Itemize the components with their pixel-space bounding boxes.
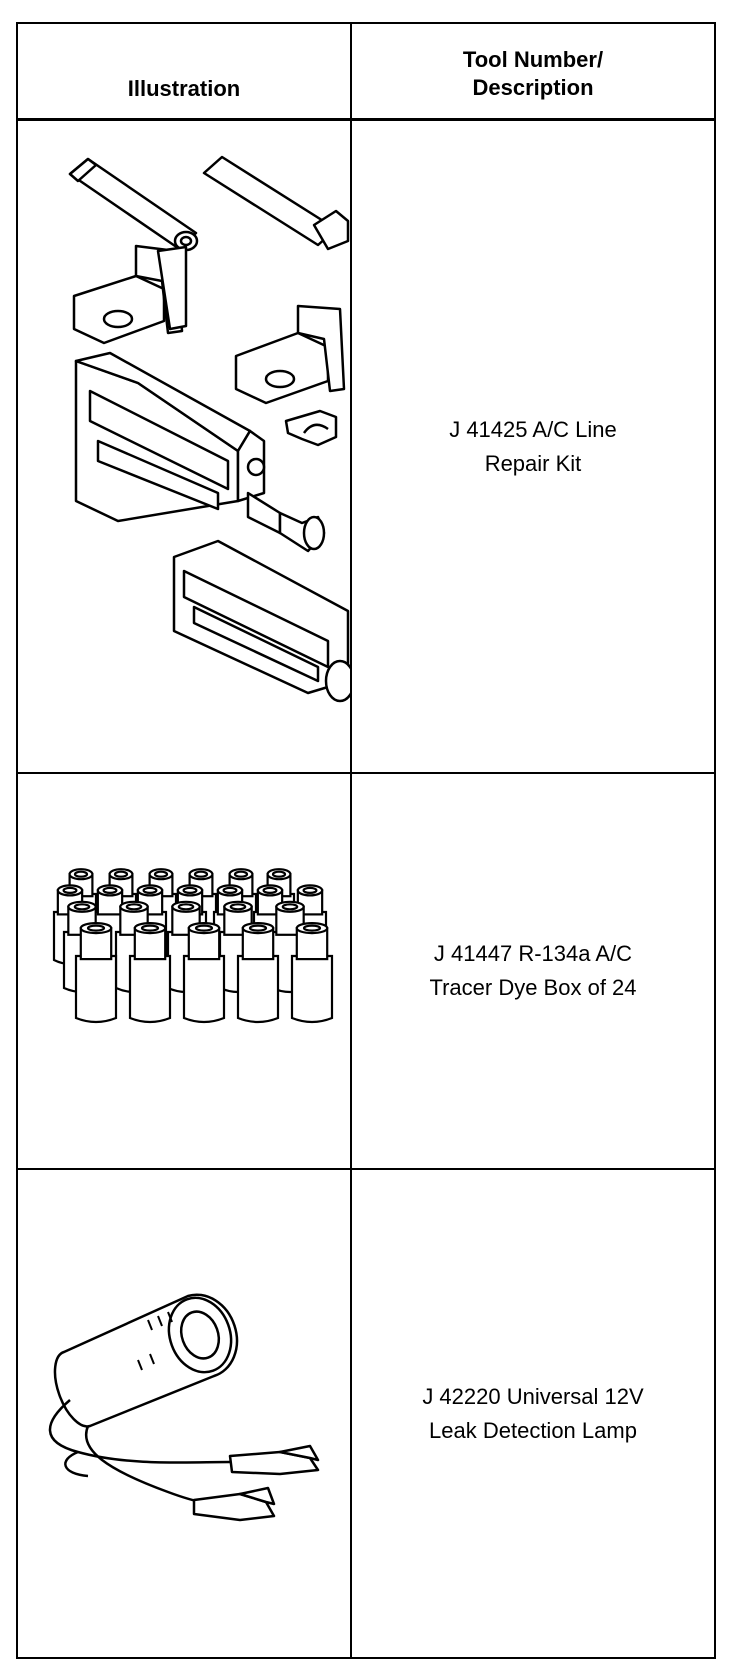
column-divider <box>350 22 352 1659</box>
header-illustration: Illustration <box>18 24 350 118</box>
tool-table: Illustration Tool Number/ Description <box>16 22 716 1659</box>
header-divider <box>16 118 716 121</box>
header-tool-description-label: Tool Number/ Description <box>462 47 604 100</box>
table-border-bottom <box>16 1657 716 1659</box>
row-2-description: J 41447 R-134a A/C Tracer Dye Box of 24 <box>429 941 637 1000</box>
ac-line-repair-kit-drawing <box>18 121 350 772</box>
row-divider-1 <box>16 772 716 774</box>
row-3-description: J 42220 Universal 12V Leak Detection Lam… <box>422 1383 644 1443</box>
leak-detection-lamp-drawing <box>18 1170 350 1657</box>
row-1-description: J 41425 A/C Line Repair Kit <box>449 416 617 476</box>
row-2-description-cell: J 41447 R-134a A/C Tracer Dye Box of 24 <box>352 774 714 1168</box>
table-border-top <box>16 22 716 24</box>
row-1-description-cell: J 41425 A/C Line Repair Kit <box>352 121 714 772</box>
header-illustration-label: Illustration <box>127 76 241 101</box>
table-border-right <box>714 22 716 1659</box>
row-divider-2 <box>16 1168 716 1170</box>
row-3-description-cell: J 42220 Universal 12V Leak Detection Lam… <box>352 1170 714 1657</box>
table-border-left <box>16 22 18 1659</box>
tracer-dye-bottles-drawing <box>18 774 350 1168</box>
header-tool-description: Tool Number/ Description <box>352 24 714 118</box>
